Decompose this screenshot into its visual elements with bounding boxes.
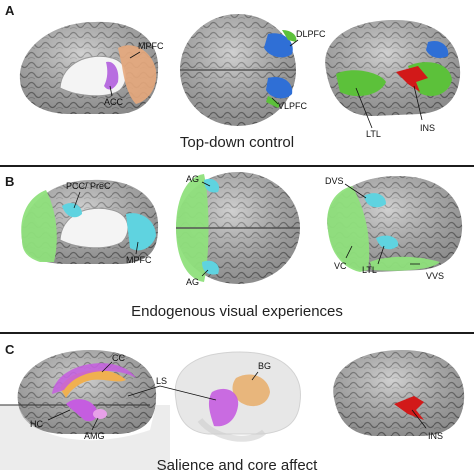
label-c-hc: HC bbox=[30, 419, 43, 429]
label-c-ins: INS bbox=[428, 431, 444, 441]
label-b-ag-top: AG bbox=[186, 174, 200, 184]
ag-bottom-region bbox=[202, 260, 219, 275]
ltl-region bbox=[336, 70, 386, 97]
brain-c-medial bbox=[0, 350, 170, 470]
caption-c: Salience and core affect bbox=[156, 457, 318, 474]
label-b-ltl: LTL bbox=[362, 265, 377, 275]
brain-b-lateral bbox=[327, 176, 463, 272]
label-b-vvs: VVS bbox=[426, 271, 445, 281]
divider-b-c bbox=[0, 332, 474, 334]
ins-region bbox=[396, 66, 428, 92]
hc-region bbox=[66, 399, 98, 422]
pcc-region bbox=[62, 203, 82, 218]
brain-b-top bbox=[176, 172, 300, 284]
ag-top-region bbox=[204, 178, 220, 193]
divider-a-b bbox=[0, 165, 474, 167]
ins-c-region bbox=[394, 396, 424, 420]
panel-letter-c: C bbox=[5, 342, 15, 357]
label-b-mpfc: MPFC bbox=[126, 255, 152, 265]
ltl-b-region bbox=[376, 235, 399, 250]
dlpfc-lateral-region bbox=[426, 40, 449, 58]
panel-letter-a: A bbox=[5, 3, 15, 18]
bg-region bbox=[232, 374, 270, 407]
brain-a-medial bbox=[19, 21, 159, 114]
label-c-cc: CC bbox=[112, 353, 125, 363]
label-a-dlpfc: DLPFC bbox=[296, 29, 326, 39]
label-b-dvs: DVS bbox=[325, 176, 344, 186]
caption-b: Endogenous visual experiences bbox=[131, 303, 343, 320]
brain-a-top bbox=[180, 14, 297, 126]
label-c-ls: LS bbox=[156, 376, 168, 386]
mpfc-b-region bbox=[126, 213, 156, 251]
ls-hc-region bbox=[208, 388, 239, 427]
leader-lines bbox=[47, 39, 427, 431]
visual-cortex-lateral bbox=[327, 186, 370, 272]
label-a-mpfc: MPFC bbox=[138, 41, 164, 51]
visual-cortex-medial bbox=[21, 190, 57, 262]
dvs-region bbox=[364, 193, 386, 208]
label-c-bg: BG bbox=[258, 361, 272, 371]
label-a-vlpfc: VLPFC bbox=[278, 101, 308, 111]
label-b-pcc: PCC/ PreC bbox=[66, 181, 111, 191]
brain-c-glass bbox=[174, 351, 301, 442]
cingulate-region bbox=[52, 363, 136, 394]
amg-region bbox=[93, 409, 107, 419]
label-a-ltl: LTL bbox=[366, 129, 381, 139]
dlpfc-top-region bbox=[264, 33, 293, 58]
brain-c-lateral bbox=[333, 350, 465, 436]
label-a-ins: INS bbox=[420, 123, 436, 133]
acc-region bbox=[104, 61, 119, 90]
caption-a: Top-down control bbox=[179, 134, 295, 151]
label-a-acc: ACC bbox=[104, 97, 124, 107]
label-b-ag-bottom: AG bbox=[186, 277, 200, 287]
label-c-amg: AMG bbox=[84, 431, 105, 441]
brain-b-medial bbox=[21, 179, 159, 264]
brain-a-lateral bbox=[325, 20, 461, 116]
mpfc-region bbox=[118, 45, 157, 104]
panel-letter-b: B bbox=[5, 174, 15, 189]
label-b-vc: VC bbox=[334, 261, 347, 271]
dlpfc-bottom-region bbox=[266, 76, 293, 99]
